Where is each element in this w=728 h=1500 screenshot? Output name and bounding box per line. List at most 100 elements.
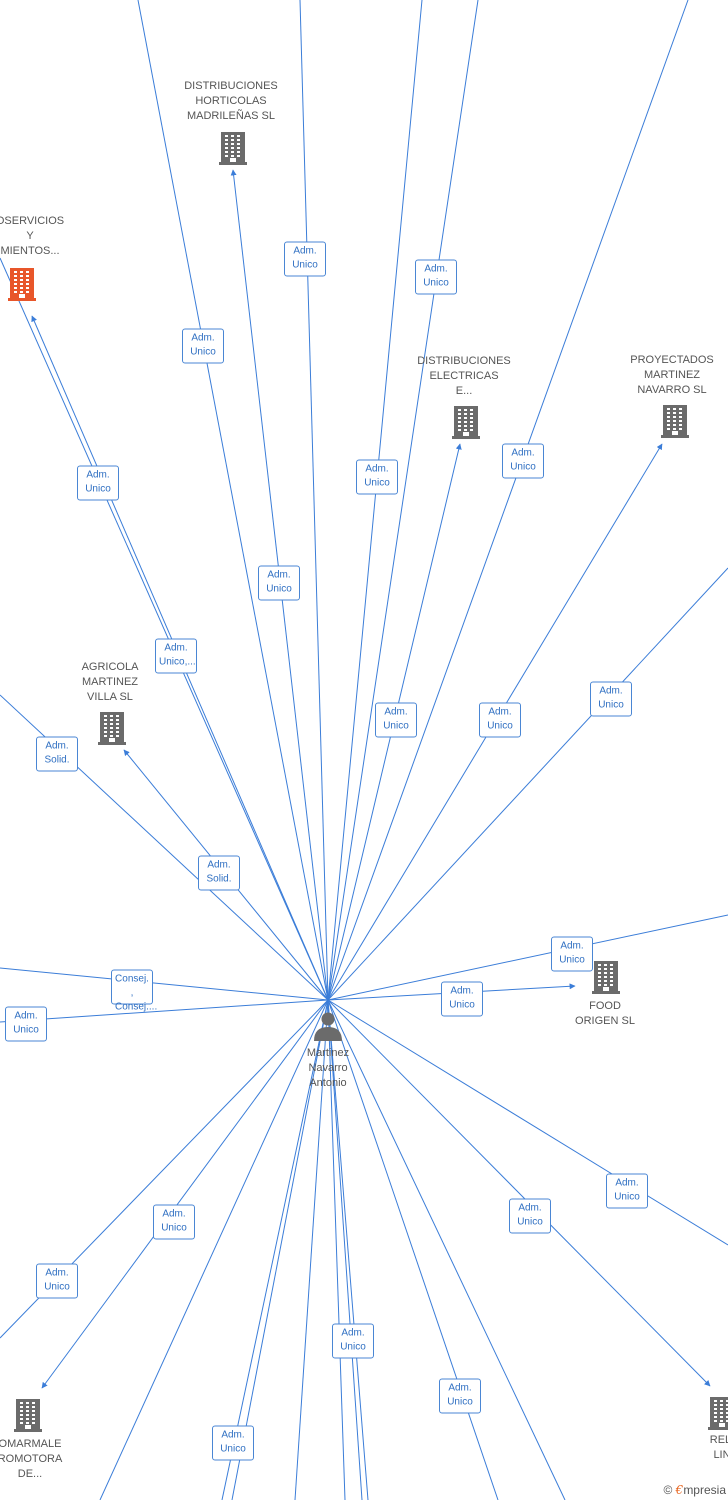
edge-role-text: Unico xyxy=(517,1216,543,1228)
edge-role-label[interactable]: Adm.Unico xyxy=(356,459,398,495)
edge-role-text: Adm. xyxy=(424,263,448,275)
edge-role-text: Solid. xyxy=(44,754,70,766)
company-name-line: FOOD xyxy=(589,1000,621,1012)
edge-role-text: Adm. xyxy=(450,985,474,997)
edge-role-label[interactable]: Adm.Unico xyxy=(153,1204,195,1240)
company-label-food[interactable]: FOOD ORIGEN SL xyxy=(575,999,635,1029)
edge-role-text: Unico xyxy=(44,1281,70,1293)
person-icon[interactable] xyxy=(314,1012,342,1042)
relationship-edge xyxy=(327,0,689,1001)
company-name-line: DE... xyxy=(17,1468,43,1480)
person-name-line: Antonio xyxy=(309,1077,347,1089)
edge-role-text: Adm. xyxy=(207,859,231,871)
edge-role-label[interactable]: Adm.Unico xyxy=(509,1198,551,1234)
edge-role-text: Unico xyxy=(292,259,318,271)
edge-role-text: Unico xyxy=(340,1341,366,1353)
edge-role-text: Unico xyxy=(423,277,449,289)
company-name-line: OSERVICIOS xyxy=(0,215,65,227)
relationship-edge xyxy=(221,999,329,1500)
building-icon-serv[interactable] xyxy=(8,268,36,301)
edge-role-label[interactable]: Adm.Unico xyxy=(5,1006,47,1042)
edge-role-label[interactable]: Adm. Unico xyxy=(77,465,119,501)
relationship-edge xyxy=(0,967,329,1001)
edge-role-label[interactable]: Adm.Solid. xyxy=(36,736,78,772)
relationship-edge xyxy=(327,999,369,1500)
relationship-edge xyxy=(231,999,329,1500)
building-icon-amv[interactable] xyxy=(98,712,126,745)
edge-role-text: Adm. xyxy=(293,245,317,257)
edge-role-text: Unico xyxy=(161,1222,187,1234)
edge-role-text: Adm. xyxy=(86,469,110,481)
edge-role-text: Unico,... xyxy=(159,656,196,668)
edge-role-label[interactable]: Adm. Unico xyxy=(36,1263,78,1299)
edge-role-label[interactable]: Adm.Unico xyxy=(606,1173,648,1209)
edge-role-text: Adm. xyxy=(511,447,535,459)
edge-role-text: Adm. xyxy=(599,685,623,697)
edge-role-text: Unico xyxy=(220,1443,246,1455)
person-name-label[interactable]: Martinez Navarro Antonio xyxy=(307,1046,349,1091)
edge-role-label[interactable]: Adm. Unico xyxy=(439,1378,481,1414)
edge-role-text: Unico xyxy=(85,483,111,495)
edge-role-text: Consej. , xyxy=(115,973,149,999)
edge-role-label[interactable]: Adm.Unico xyxy=(375,702,417,738)
relationship-edge xyxy=(327,999,728,1246)
edge-role-label[interactable]: Adm. Unico xyxy=(415,259,457,295)
edge-role-label[interactable]: Adm.Unico xyxy=(212,1425,254,1461)
company-label-pmn[interactable]: PROYECTADOS MARTINEZ NAVARRO SL xyxy=(630,353,714,398)
edge-role-text: Adm. xyxy=(164,642,188,654)
edge-role-text: Adm. xyxy=(384,706,408,718)
building-icon-reli[interactable] xyxy=(708,1397,728,1430)
relationship-edge xyxy=(41,999,329,1389)
company-label-dee[interactable]: DISTRIBUCIONES ELECTRICAS E... xyxy=(417,354,511,399)
edge-role-text: Consej.... xyxy=(115,1001,158,1013)
company-name-line: AGRICOLA xyxy=(81,661,139,673)
building-icon-omar[interactable] xyxy=(14,1399,42,1432)
company-name-line: E... xyxy=(455,385,473,397)
company-name-line: OMARMALE xyxy=(0,1438,62,1450)
edge-role-label[interactable]: Adm.Solid. xyxy=(198,855,240,891)
company-label-amv[interactable]: AGRICOLA MARTINEZ VILLA SL xyxy=(82,660,139,705)
edge-role-label[interactable]: Adm. Unico xyxy=(284,241,326,277)
edge-role-text: Adm. xyxy=(45,1267,69,1279)
relationship-edge xyxy=(327,0,423,1001)
edge-role-label[interactable]: Adm.Unico xyxy=(551,936,593,972)
edge-role-text: Unico xyxy=(614,1191,640,1203)
edge-role-label[interactable]: Adm. Unico xyxy=(258,565,300,601)
person-name-line: Navarro xyxy=(308,1062,348,1074)
edge-role-label[interactable]: Adm.Unico xyxy=(332,1323,374,1359)
company-name-line: ELECTRICAS xyxy=(429,370,499,382)
company-label-serv[interactable]: OSERVICIOS Y MIENTOS... xyxy=(0,214,64,259)
relationship-edge xyxy=(294,999,329,1500)
building-icon-dhm[interactable] xyxy=(219,132,247,165)
company-name-line: NAVARRO SL xyxy=(637,384,707,396)
building-icon-pmn[interactable] xyxy=(661,405,689,438)
edge-role-text: Adm. xyxy=(448,1382,472,1394)
company-name-line: VILLA SL xyxy=(87,691,133,703)
edge-role-text: Unico xyxy=(447,1396,473,1408)
relationship-edge xyxy=(137,0,329,1001)
building-icon-food[interactable] xyxy=(592,961,620,994)
edge-role-text: Adm. xyxy=(365,463,389,475)
relationship-edge xyxy=(299,0,329,1001)
edge-role-label[interactable]: Adm.Unico xyxy=(590,681,632,717)
edge-role-label[interactable]: Adm.Unico xyxy=(502,443,544,479)
edge-role-label[interactable]: Adm.Unico xyxy=(441,981,483,1017)
edge-role-text: Unico xyxy=(266,583,292,595)
edge-role-label[interactable]: Adm. Unico,... xyxy=(155,638,197,674)
company-label-omar[interactable]: OMARMALE ROMOTORA DE... xyxy=(0,1437,62,1482)
company-label-dhm[interactable]: DISTRIBUCIONES HORTICOLAS MADRILEÑAS SL xyxy=(184,79,278,124)
company-name-line: LIN xyxy=(713,1449,728,1461)
relationship-edge xyxy=(327,0,479,1001)
brand-logo-initial: € xyxy=(675,1483,684,1497)
edge-role-text: Unico xyxy=(487,720,513,732)
edge-role-label[interactable]: Adm.Unico xyxy=(182,328,224,364)
edge-role-label[interactable]: Consej. , Consej.... xyxy=(111,969,157,1013)
brand-footer: © €mpresia xyxy=(663,1483,726,1497)
building-icon-dee[interactable] xyxy=(452,406,480,439)
edge-role-label[interactable]: Adm.Unico xyxy=(479,702,521,738)
edge-role-text: Adm. xyxy=(267,569,291,581)
company-name-line: MARTINEZ xyxy=(643,369,701,381)
